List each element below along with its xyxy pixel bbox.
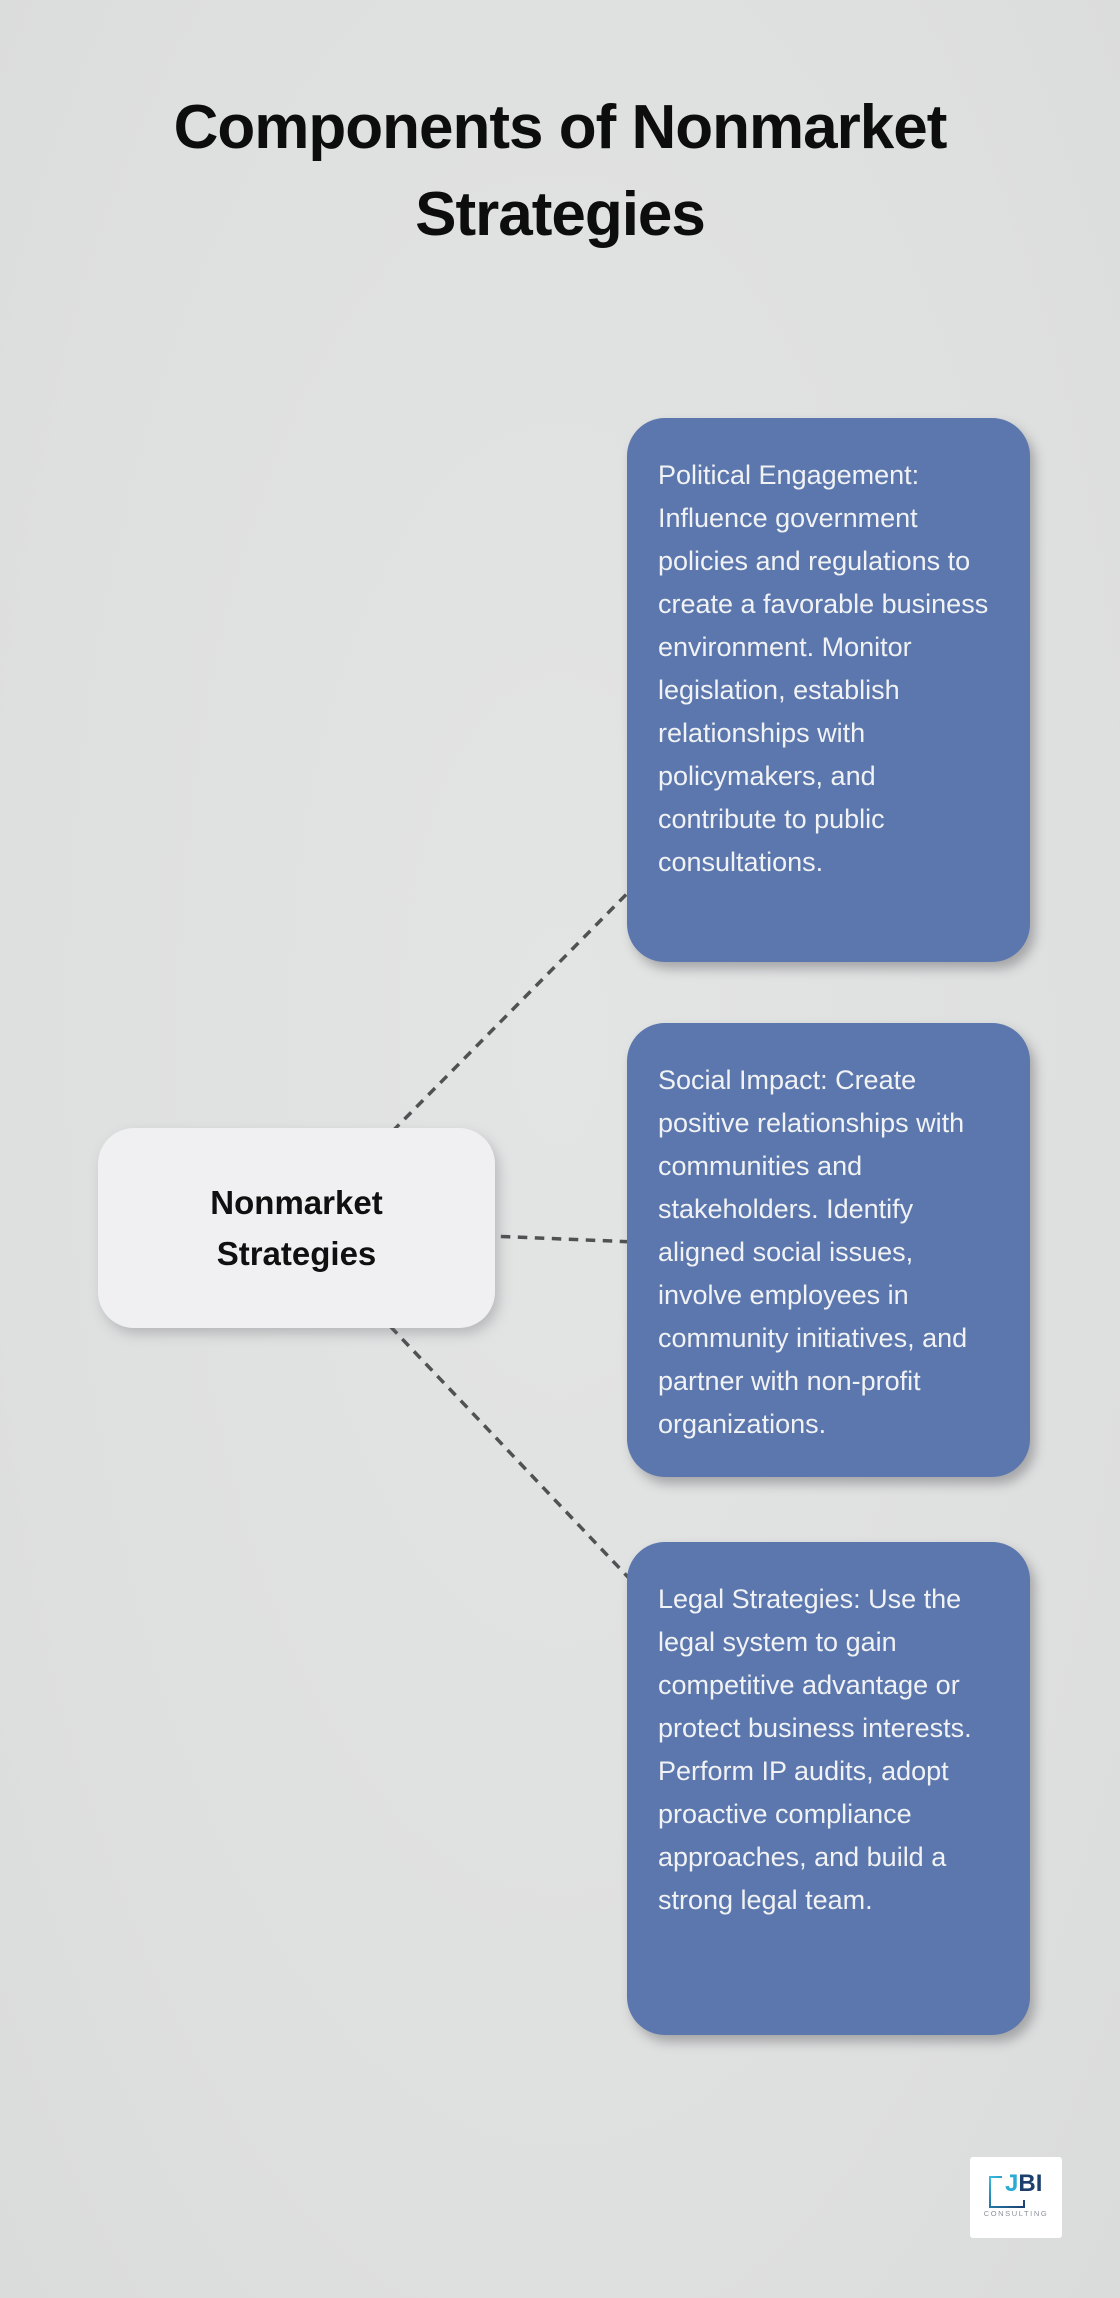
logo-letter-j: J [1005, 2170, 1019, 2197]
logo-jbi-text: JBI [1002, 2168, 1044, 2200]
jbi-consulting-logo: JBI CONSULTING [970, 2157, 1062, 2238]
logo-subtitle: CONSULTING [983, 2209, 1049, 2218]
branch-box-political-engagement: Political Engagement: Influence governme… [627, 418, 1030, 962]
branch-text-legal-strategies: Legal Strategies: Use the legal system t… [658, 1584, 972, 1915]
branch-text-political-engagement: Political Engagement: Influence governme… [658, 460, 989, 877]
branch-text-social-impact: Social Impact: Create positive relations… [658, 1065, 968, 1439]
page-title: Components of Nonmarket Strategies [173, 93, 948, 249]
logo-letters-bi: BI [1018, 2170, 1043, 2197]
branch-box-legal-strategies: Legal Strategies: Use the legal system t… [627, 1542, 1030, 2035]
center-node-label: Nonmarket Strategies [210, 1184, 383, 1272]
branch-box-social-impact: Social Impact: Create positive relations… [627, 1023, 1030, 1477]
center-node-nonmarket-strategies: Nonmarket Strategies [98, 1128, 495, 1328]
